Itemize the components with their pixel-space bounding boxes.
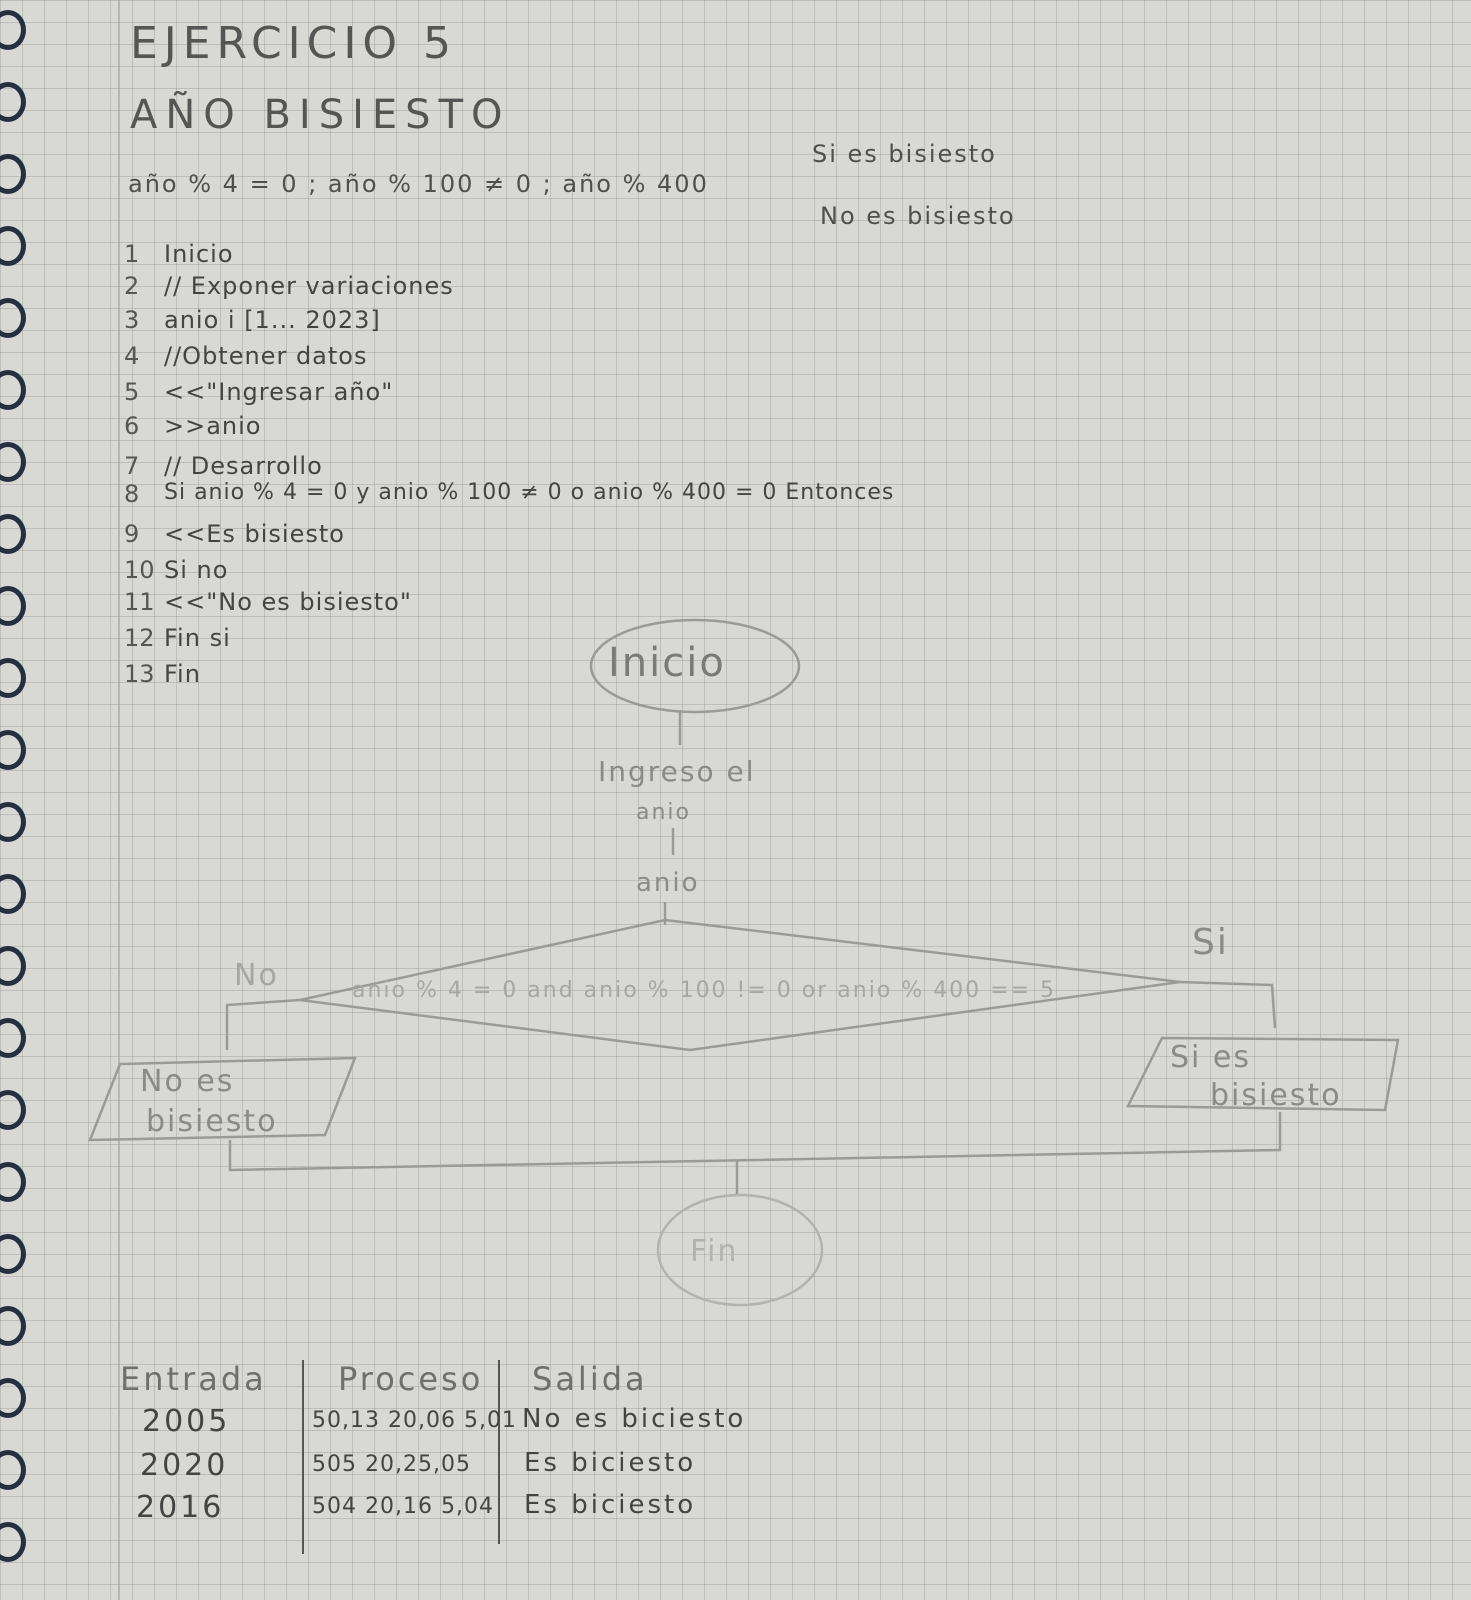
spiral-ring	[0, 1234, 26, 1274]
spiral-ring	[0, 226, 26, 266]
pseudocode-line: >>anio	[164, 412, 262, 440]
row2-input: 2020	[140, 1448, 229, 1483]
line-number: 10	[124, 556, 155, 584]
pseudocode-line: Fin	[164, 660, 201, 688]
spiral-ring	[0, 1378, 26, 1418]
input-label-line2: anio	[636, 800, 691, 825]
spiral-ring	[0, 802, 26, 842]
spiral-ring	[0, 658, 26, 698]
yes-branch-line	[1179, 980, 1277, 1029]
line-number: 9	[124, 520, 140, 548]
header-entrada: Entrada	[120, 1360, 267, 1398]
pseudocode-line: <<"No es bisiesto"	[164, 588, 412, 616]
spiral-ring	[0, 946, 26, 986]
margin-line	[118, 0, 120, 1600]
no-output-parallelogram	[88, 1056, 357, 1142]
spiral-ring	[0, 1450, 26, 1490]
spiral-ring	[0, 514, 26, 554]
yes-output-line1: Si es	[1170, 1040, 1252, 1075]
column-divider	[498, 1360, 500, 1544]
start-label: Inicio	[608, 640, 726, 686]
merge-line	[228, 1112, 1282, 1172]
spiral-binding	[0, 0, 40, 1600]
row3-output: Es biciesto	[524, 1490, 697, 1520]
spiral-ring	[0, 154, 26, 194]
line-number: 2	[124, 272, 140, 300]
spiral-ring	[0, 82, 26, 122]
end-terminal	[656, 1193, 824, 1307]
no-branch-line	[225, 998, 301, 1050]
spiral-ring	[0, 874, 26, 914]
branch-yes-note: Si es bisiesto	[812, 140, 997, 168]
pseudocode-line: Inicio	[164, 240, 234, 268]
branch-no-note: No es bisiesto	[820, 202, 1016, 230]
pseudocode-line: Fin si	[164, 624, 231, 652]
spiral-ring	[0, 730, 26, 770]
line-number: 6	[124, 412, 140, 440]
line-number: 13	[124, 660, 155, 688]
line-number: 1	[124, 240, 140, 268]
pseudocode-line: <<Es bisiesto	[164, 520, 345, 548]
spiral-ring	[0, 586, 26, 626]
line-number: 5	[124, 378, 140, 406]
spiral-ring	[0, 1018, 26, 1058]
spiral-ring	[0, 298, 26, 338]
exercise-title: EJERCICIO 5	[130, 18, 457, 69]
yes-branch-label: Si	[1192, 922, 1229, 963]
row2-process: 505 20,25,05	[312, 1452, 471, 1477]
line-number: 8	[124, 480, 140, 508]
spiral-ring	[0, 1162, 26, 1202]
yes-output-line2: bisiesto	[1210, 1078, 1342, 1113]
exercise-subtitle: AÑO BISIESTO	[130, 92, 511, 138]
row3-input: 2016	[136, 1490, 225, 1525]
pseudocode-line: Si no	[164, 556, 229, 584]
pseudocode-line: Si anio % 4 = 0 y anio % 100 ≠ 0 o anio …	[164, 480, 895, 505]
line-number: 11	[124, 588, 155, 616]
no-branch-label: No	[234, 958, 279, 993]
yes-output-parallelogram	[1125, 1036, 1400, 1112]
condition-formula: año % 4 = 0 ; año % 100 ≠ 0 ; año % 400	[128, 170, 709, 198]
spiral-ring	[0, 370, 26, 410]
pseudocode-line: // Desarrollo	[164, 452, 323, 480]
line-number: 7	[124, 452, 140, 480]
row1-output: No es biciesto	[522, 1404, 747, 1434]
pseudocode-line: // Exponer variaciones	[164, 272, 454, 300]
spiral-ring	[0, 1522, 26, 1562]
header-salida: Salida	[532, 1360, 648, 1398]
row1-input: 2005	[142, 1404, 231, 1439]
pseudocode-line: <<"Ingresar año"	[164, 378, 394, 406]
line-number: 3	[124, 306, 140, 334]
row1-process: 50,13 20,06 5,01	[312, 1408, 517, 1433]
no-output-line1: No es	[140, 1064, 235, 1099]
end-label: Fin	[690, 1234, 739, 1269]
line-number: 4	[124, 342, 140, 370]
column-divider	[302, 1360, 304, 1554]
input-var-label: anio	[636, 868, 700, 898]
start-terminal	[589, 618, 801, 714]
spiral-ring	[0, 1090, 26, 1130]
spiral-ring	[0, 442, 26, 482]
header-proceso: Proceso	[338, 1360, 484, 1398]
row2-output: Es biciesto	[524, 1448, 697, 1478]
pseudocode-line: anio i [1... 2023]	[164, 306, 381, 334]
pseudocode-line: //Obtener datos	[164, 342, 368, 370]
row3-process: 504 20,16 5,04	[312, 1494, 494, 1519]
line-number: 12	[124, 624, 155, 652]
spiral-ring	[0, 10, 26, 50]
no-output-line2: bisiesto	[146, 1104, 278, 1139]
input-label-line1: Ingreso el	[598, 755, 756, 788]
decision-label: anio % 4 = 0 and anio % 100 != 0 or anio…	[352, 978, 1057, 1003]
spiral-ring	[0, 1306, 26, 1346]
